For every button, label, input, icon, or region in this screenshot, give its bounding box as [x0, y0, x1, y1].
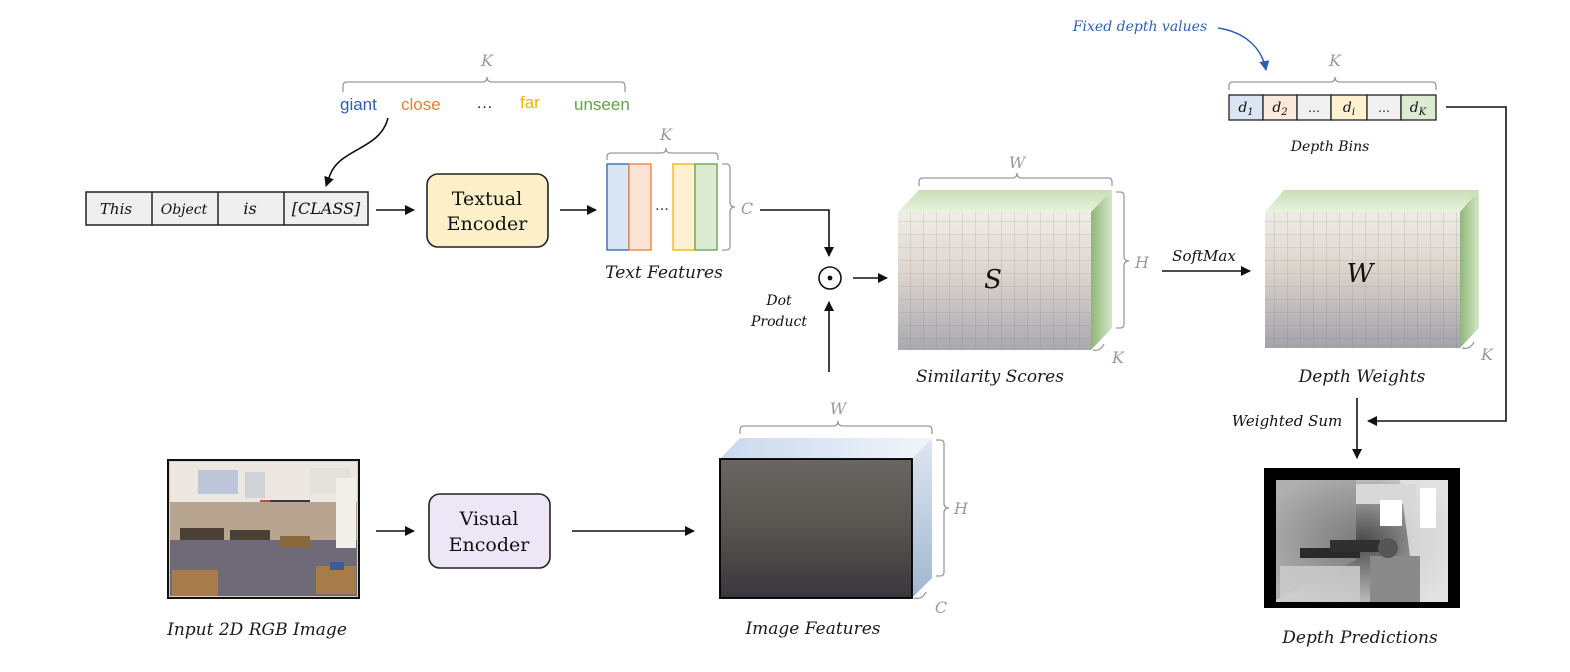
class-word-giant: giant: [340, 95, 377, 114]
similarity-caption: Similarity Scores: [916, 367, 1064, 387]
text-feature-bar-giant: [606, 163, 630, 251]
depth-weights-top-face: [1265, 190, 1479, 212]
textual-encoder-box: [426, 173, 549, 248]
image-features-c-brace: [913, 591, 927, 600]
depth-bin-i: di: [1343, 100, 1355, 118]
prompt-token-object: Object: [161, 202, 208, 218]
depth-bin-2: d2: [1272, 100, 1287, 118]
depth-bin-ellipsis-2: …: [1378, 101, 1390, 115]
image-features-side-face: [912, 438, 932, 598]
depth-bin-ellipsis-1: …: [1308, 101, 1320, 115]
depth-prediction-image: [1264, 468, 1460, 608]
visual-encoder-line2: Encoder: [449, 534, 531, 556]
image-features-w-brace: [739, 420, 933, 434]
depth-predictions-caption: Depth Predictions: [1281, 628, 1438, 648]
image-features-h-label: H: [953, 499, 969, 518]
input-rgb-image: [167, 459, 360, 599]
dot-product-operator-dot: [827, 275, 833, 281]
depth-weights-side-face: [1460, 190, 1479, 348]
class-word-far: far: [520, 93, 540, 112]
visual-encoder-line1: Visual: [459, 508, 519, 530]
text-features-k-label: K: [659, 125, 673, 144]
depth-weights-k-label: K: [1480, 345, 1494, 364]
class-word-ellipsis: …: [476, 93, 493, 112]
class-word-unseen: unseen: [574, 95, 630, 114]
text-features-k-brace: [606, 147, 719, 160]
depth-bins-connector-arrow: [1367, 106, 1507, 426]
textual-encoder-line1: Textual: [452, 188, 522, 210]
textual-encoder-line2: Encoder: [447, 213, 529, 235]
similarity-k-brace: [1092, 343, 1105, 352]
fixed-depth-label: Fixed depth values: [1072, 19, 1207, 35]
depth-weights-grid: [1265, 212, 1460, 348]
depth-bins-row: d1 d2 … di … dK: [1228, 94, 1437, 121]
depth-bins-k-label: K: [1328, 51, 1342, 70]
text-feature-bar-far: [672, 163, 696, 251]
depth-bins-caption: Depth Bins: [1290, 139, 1370, 155]
prompt-token-row: This Object is [CLASS]: [85, 191, 369, 226]
similarity-w-label: W: [1009, 153, 1027, 172]
text-feature-bar-unseen: [694, 163, 718, 251]
softmax-label: SoftMax: [1172, 247, 1236, 265]
input-image-caption: Input 2D RGB Image: [166, 620, 347, 640]
similarity-k-label: K: [1111, 348, 1125, 367]
text-features-c-label: C: [741, 199, 753, 218]
depth-weights-caption: Depth Weights: [1298, 367, 1426, 387]
similarity-grid: [898, 212, 1091, 350]
text-features-to-dot-arrow: [760, 209, 834, 257]
similarity-h-brace: [1116, 191, 1130, 329]
dot-product-label-line1: Dot: [765, 293, 792, 309]
class-brace-k-label: K: [480, 51, 494, 70]
weighted-sum-label: Weighted Sum: [1232, 412, 1343, 430]
depth-bin-k: dK: [1410, 100, 1427, 118]
prompt-token-this: This: [100, 200, 132, 218]
similarity-top-face: [898, 190, 1112, 212]
class-words-brace: [342, 76, 626, 92]
depth-weights-symbol: W: [1347, 259, 1376, 289]
depth-bin-1: d1: [1238, 100, 1253, 118]
image-features-darken: [720, 459, 912, 598]
visual-encoder-box: [428, 493, 551, 569]
text-features-c-brace: [722, 163, 736, 251]
image-features-caption: Image Features: [744, 619, 880, 639]
image-features-c-label: C: [935, 598, 947, 617]
fixed-depth-arrow: [1217, 27, 1270, 71]
prompt-token-is: is: [243, 199, 256, 218]
image-features-h-brace: [936, 439, 950, 577]
image-features-w-label: W: [830, 399, 848, 418]
similarity-side-face: [1091, 190, 1112, 350]
similarity-symbol: S: [984, 265, 1002, 295]
image-features-top-face: [720, 438, 932, 459]
class-insert-arrow: [324, 117, 389, 187]
depth-weights-k-brace: [1461, 341, 1475, 350]
class-word-close: close: [401, 95, 441, 114]
depth-bins-k-brace: [1228, 76, 1437, 90]
prompt-token-class: [CLASS]: [292, 199, 361, 218]
text-features-caption: Text Features: [605, 263, 723, 283]
text-features-ellipsis: …: [655, 198, 669, 214]
similarity-w-brace: [918, 172, 1113, 186]
similarity-h-label: H: [1134, 253, 1150, 272]
dot-product-label-line2: Product: [750, 314, 807, 330]
text-feature-bar-close: [628, 163, 652, 251]
